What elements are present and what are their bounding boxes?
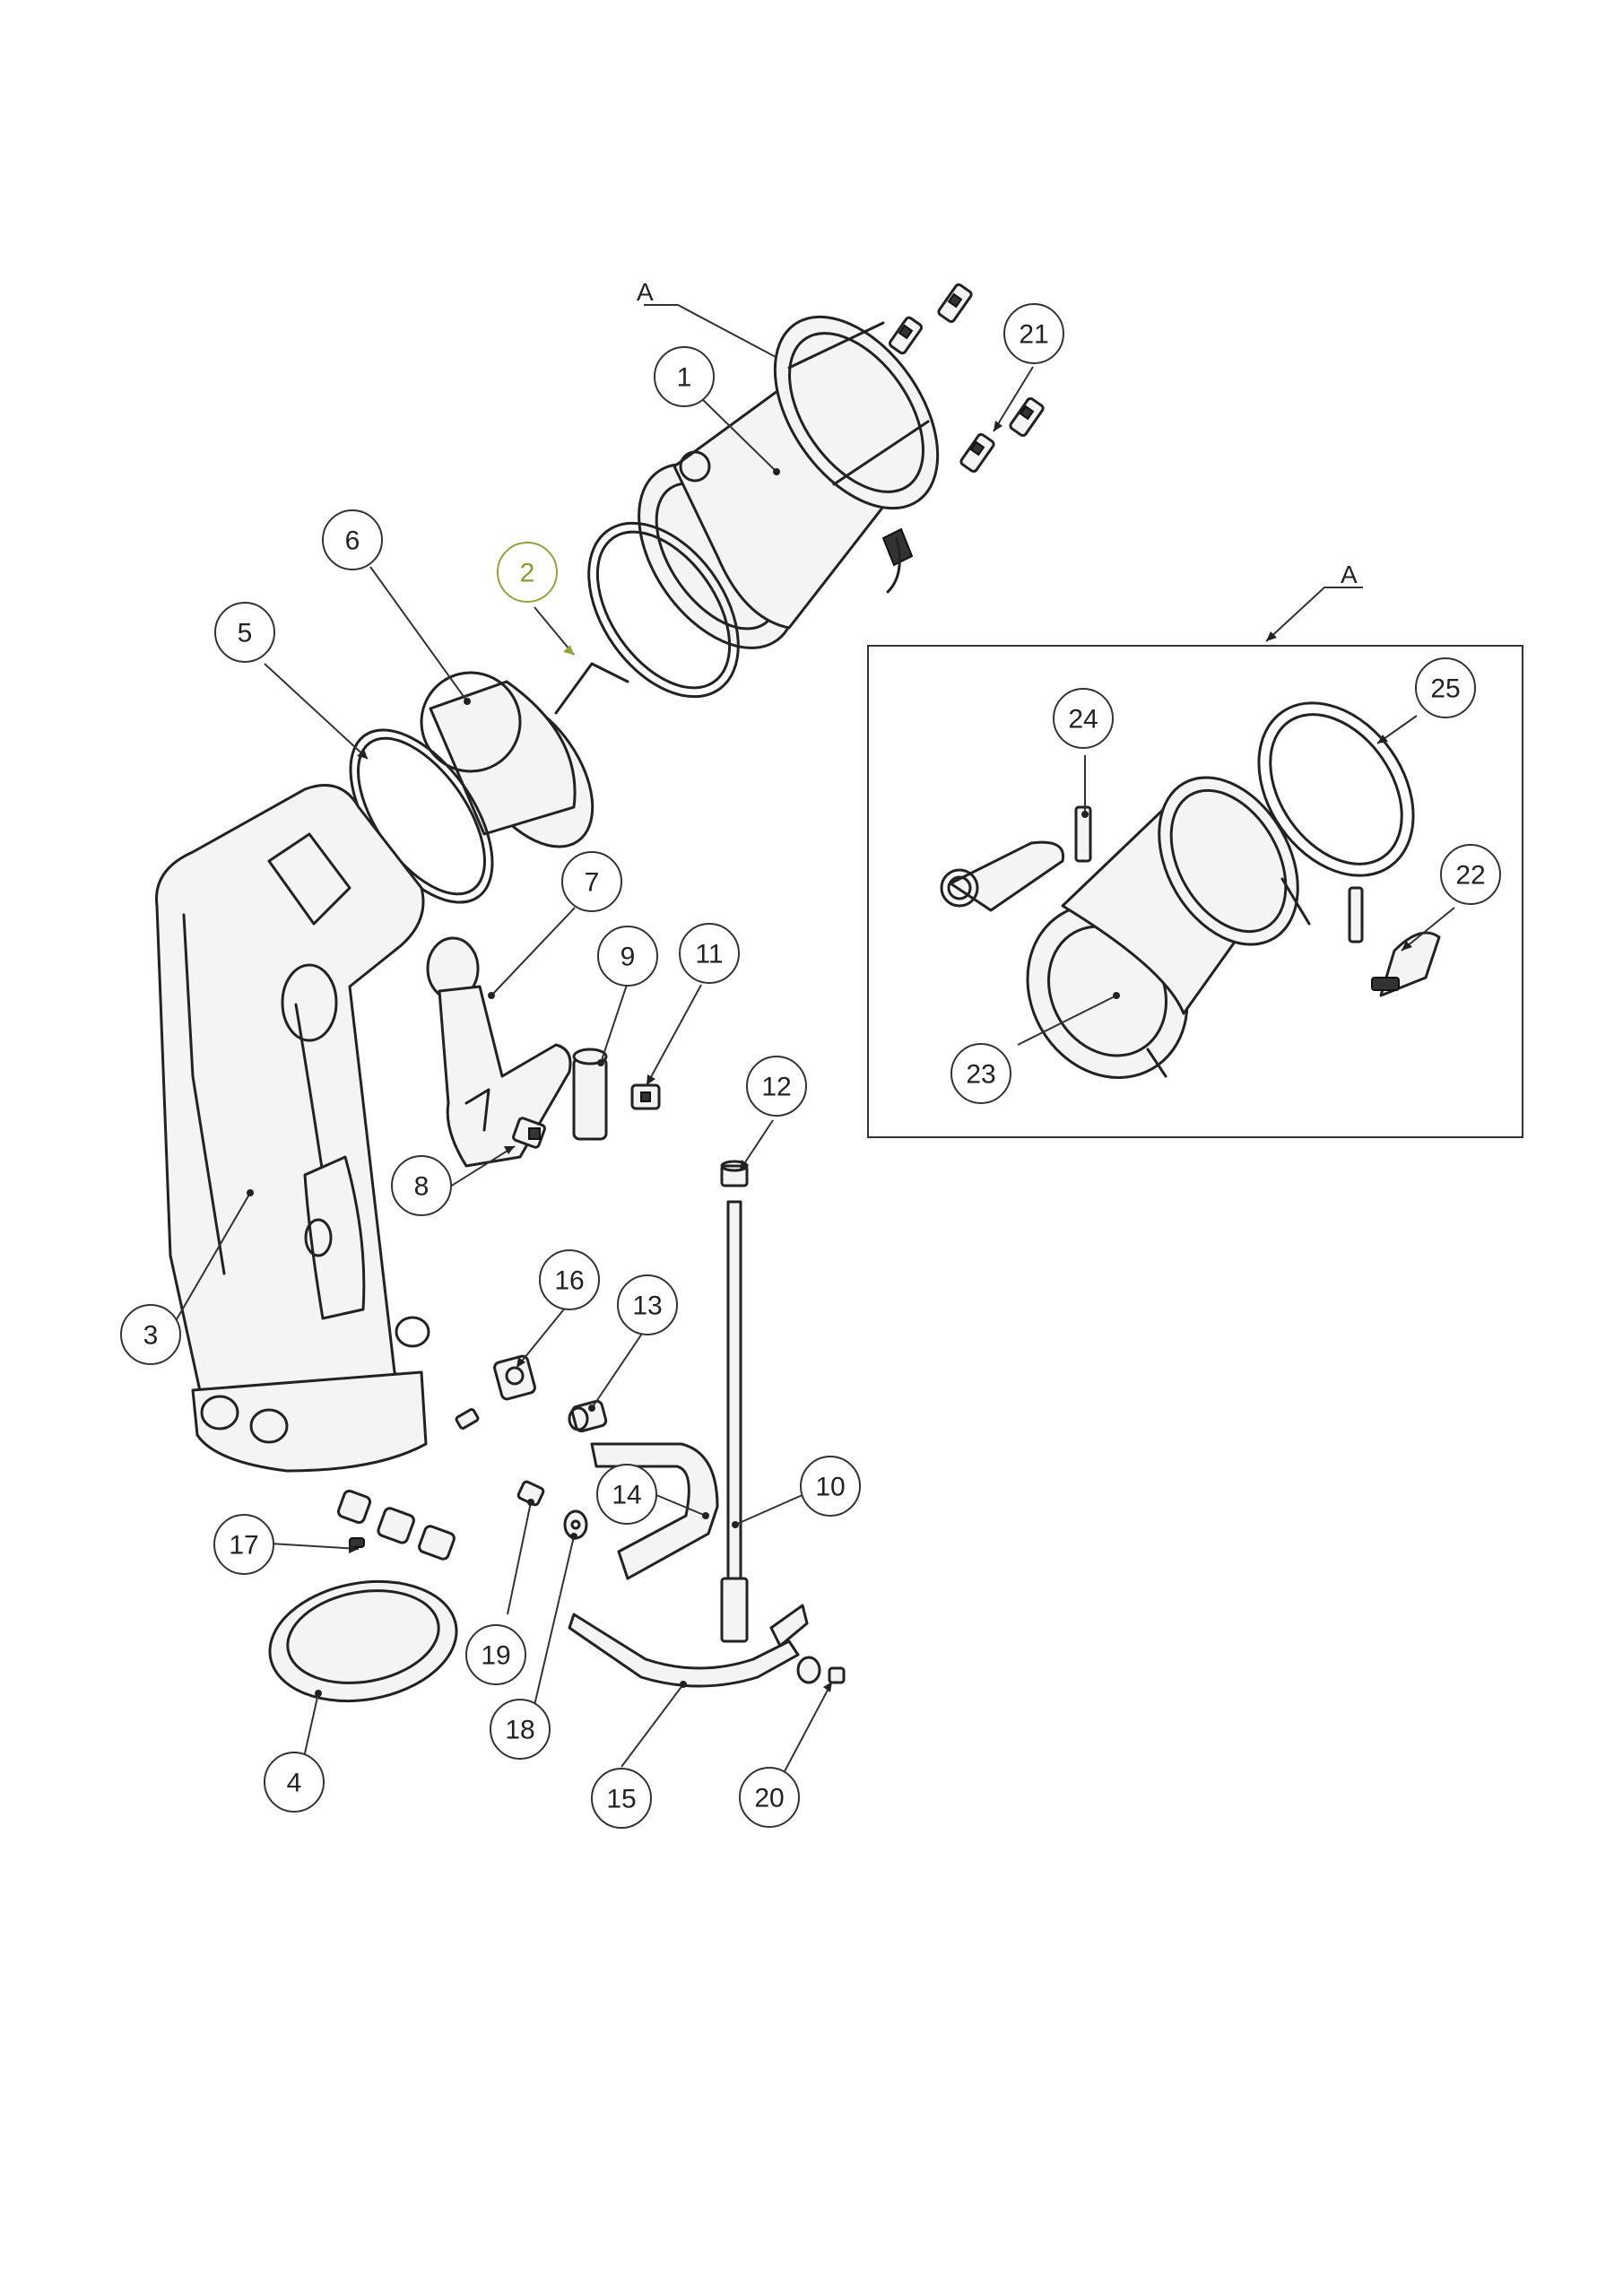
svg-text:21: 21 bbox=[1019, 320, 1048, 350]
callout-10: 10 bbox=[800, 1456, 861, 1517]
svg-text:20: 20 bbox=[754, 1784, 784, 1813]
part-16-block bbox=[455, 1354, 536, 1430]
callout-1: 1 bbox=[654, 346, 715, 407]
callout-17: 17 bbox=[213, 1514, 274, 1575]
part-7-lever bbox=[426, 936, 572, 1168]
callout-6: 6 bbox=[322, 509, 383, 570]
part-6-sleeve bbox=[420, 671, 595, 848]
svg-text:15: 15 bbox=[606, 1785, 636, 1814]
part-cam-handle bbox=[940, 840, 1065, 912]
detail-ref-label: A bbox=[1341, 561, 1358, 588]
leaders bbox=[166, 304, 1455, 1782]
part-13-bushing bbox=[568, 1399, 608, 1433]
callout-16: 16 bbox=[539, 1249, 600, 1310]
callout-25: 25 bbox=[1415, 657, 1476, 718]
callout-2: 2 bbox=[497, 542, 558, 603]
svg-text:13: 13 bbox=[632, 1292, 662, 1321]
svg-text:11: 11 bbox=[695, 940, 723, 970]
part-8-bolt bbox=[512, 1117, 546, 1149]
callout-20: 20 bbox=[739, 1767, 800, 1828]
part-22-pin-and-cam bbox=[1348, 886, 1441, 997]
part-19-pin bbox=[516, 1480, 545, 1507]
svg-text:1: 1 bbox=[677, 363, 692, 393]
part-24-pin bbox=[1074, 805, 1092, 863]
svg-text:25: 25 bbox=[1430, 674, 1460, 704]
part-25-gasket bbox=[1257, 701, 1415, 877]
part-15-link-arm bbox=[568, 1604, 809, 1688]
part-14-bracket bbox=[590, 1442, 719, 1580]
svg-text:17: 17 bbox=[229, 1531, 258, 1561]
svg-text:3: 3 bbox=[143, 1321, 159, 1351]
svg-text:22: 22 bbox=[1455, 861, 1485, 891]
callout-7: 7 bbox=[561, 851, 622, 912]
part-4-gasket-ring bbox=[268, 1579, 458, 1703]
svg-text:18: 18 bbox=[505, 1716, 534, 1745]
part-23-coupling-alt bbox=[1026, 776, 1311, 1079]
callout-11: 11 bbox=[679, 923, 740, 984]
callout-4: 4 bbox=[264, 1752, 325, 1813]
part-2-wire-ring bbox=[554, 521, 740, 715]
svg-text:12: 12 bbox=[761, 1073, 791, 1102]
callout-5: 5 bbox=[214, 602, 275, 663]
callout-9: 9 bbox=[597, 926, 658, 987]
svg-text:9: 9 bbox=[621, 943, 636, 972]
svg-text:6: 6 bbox=[345, 526, 360, 556]
part-3-elbow-housing bbox=[155, 784, 430, 1473]
callout-14: 14 bbox=[596, 1464, 657, 1525]
svg-text:24: 24 bbox=[1068, 705, 1098, 735]
part-20-screw bbox=[796, 1656, 846, 1684]
callout-12: 12 bbox=[746, 1056, 807, 1117]
svg-text:23: 23 bbox=[966, 1060, 995, 1090]
part-21-bolts bbox=[888, 283, 1045, 474]
section-ref-label: A bbox=[637, 278, 654, 306]
part-1-coupling-body bbox=[638, 315, 940, 649]
callout-8: 8 bbox=[391, 1155, 452, 1216]
part-9-pin bbox=[572, 1048, 608, 1141]
callout-13: 13 bbox=[617, 1274, 678, 1335]
callout-3: 3 bbox=[120, 1304, 181, 1365]
svg-text:14: 14 bbox=[612, 1481, 641, 1510]
svg-text:4: 4 bbox=[287, 1769, 302, 1798]
svg-text:10: 10 bbox=[815, 1473, 845, 1502]
svg-text:7: 7 bbox=[585, 868, 600, 898]
callout-24: 24 bbox=[1053, 688, 1114, 749]
svg-text:2: 2 bbox=[520, 559, 535, 588]
part-10-rod bbox=[720, 1200, 749, 1643]
callout-19: 19 bbox=[465, 1624, 526, 1685]
callout-22: 22 bbox=[1440, 844, 1501, 905]
svg-text:8: 8 bbox=[414, 1172, 430, 1202]
part-17-fitting bbox=[336, 1489, 456, 1561]
callout-23: 23 bbox=[950, 1043, 1011, 1104]
svg-text:5: 5 bbox=[238, 619, 253, 648]
callout-21: 21 bbox=[1003, 303, 1064, 364]
svg-text:19: 19 bbox=[481, 1641, 510, 1671]
svg-text:16: 16 bbox=[554, 1266, 584, 1296]
part-12-nut bbox=[720, 1160, 749, 1187]
detail-a-frame bbox=[867, 645, 1523, 1138]
part-11-bolt bbox=[630, 1083, 661, 1110]
callout-15: 15 bbox=[591, 1768, 652, 1829]
callout-18: 18 bbox=[490, 1699, 551, 1760]
